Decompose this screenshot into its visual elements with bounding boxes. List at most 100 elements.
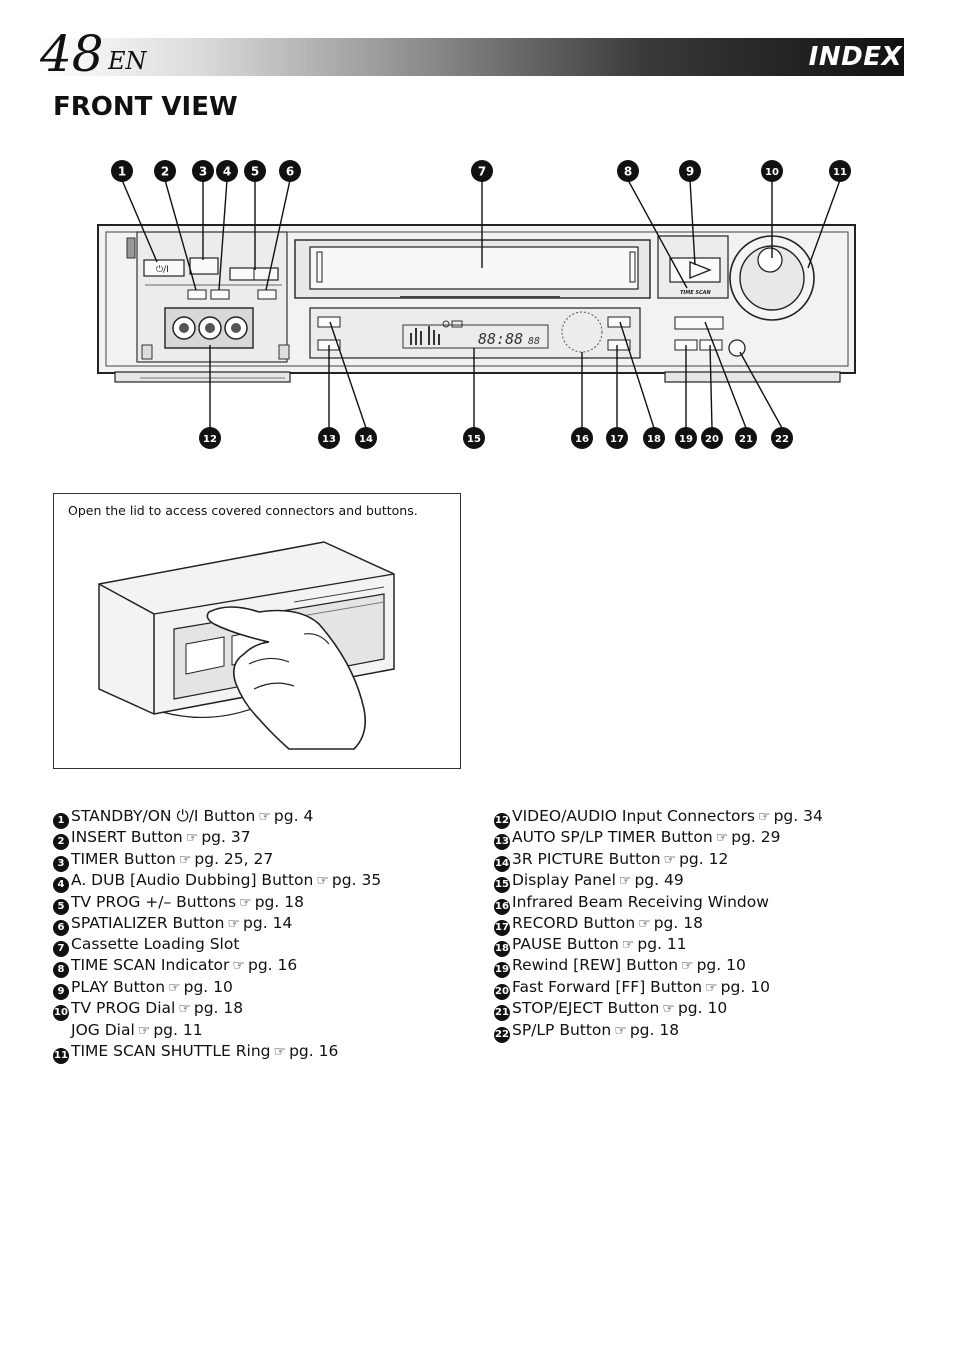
svg-text:88:88: 88:88 xyxy=(478,330,523,348)
pointing-hand-icon: ☞ xyxy=(258,809,271,825)
callout-13: 13 xyxy=(318,427,340,449)
entry-page-ref: pg. 16 xyxy=(247,956,298,975)
entry-label: VIDEO/AUDIO Input Connectors xyxy=(512,807,755,825)
callout-9: 9 xyxy=(679,160,701,182)
entry-label: Cassette Loading Slot xyxy=(71,935,240,954)
entry-page-ref: pg. 11 xyxy=(637,935,687,954)
callout-12: 12 xyxy=(199,427,221,449)
callout-leaders xyxy=(121,179,841,429)
pointing-hand-icon: ☞ xyxy=(232,958,245,975)
pointing-hand-icon: ☞ xyxy=(316,873,329,890)
svg-text:5: 5 xyxy=(251,165,259,179)
page-number: 48 xyxy=(40,25,104,83)
vcr-body: ⏻/I 88:88 88 xyxy=(97,224,856,383)
entry-number: 3 xyxy=(53,855,69,872)
svg-text:21: 21 xyxy=(739,434,753,445)
entry-number: 5 xyxy=(53,898,69,915)
pointing-hand-icon: ☞ xyxy=(137,1022,151,1039)
pointing-hand-icon: ☞ xyxy=(168,979,181,996)
entry-page-ref: pg. 10 xyxy=(696,956,746,975)
pointing-hand-icon: ☞ xyxy=(663,851,677,868)
callout-10: 10 xyxy=(761,160,783,182)
callout-numbers: 1 2 3 4 5 6 7 8 9 10 11 12 13 14 15 16 1… xyxy=(111,160,851,449)
svg-text:88: 88 xyxy=(528,336,540,347)
svg-text:12: 12 xyxy=(203,434,217,445)
svg-text:1: 1 xyxy=(118,165,126,179)
pointing-hand-icon: ☞ xyxy=(621,937,635,954)
svg-text:4: 4 xyxy=(223,165,231,179)
svg-text:TIME SCAN: TIME SCAN xyxy=(680,290,712,296)
callout-15: 15 xyxy=(463,427,485,449)
header-bar xyxy=(40,38,904,76)
entry-page-ref: pg. 49 xyxy=(634,871,684,890)
pointing-hand-icon: ☞ xyxy=(618,873,632,890)
entry-page-ref: pg. 10 xyxy=(677,999,728,1018)
entry-number: 6 xyxy=(53,920,69,937)
entry-label: TV PROG +/– Buttons xyxy=(71,892,237,911)
entry-label: Display Panel xyxy=(512,871,616,890)
page-language: EN xyxy=(108,47,147,75)
pointing-hand-icon: ☞ xyxy=(227,916,241,933)
entry-page-ref: pg. 18 xyxy=(254,892,304,911)
entry-number: 18 xyxy=(494,941,510,958)
entry-number: 8 xyxy=(53,962,69,979)
callout-21: 21 xyxy=(735,427,757,449)
callout-2: 2 xyxy=(154,160,176,182)
entry-label: STOP/EJECT Button xyxy=(512,999,660,1018)
svg-text:9: 9 xyxy=(686,165,694,179)
entry-page-ref: pg. 34 xyxy=(773,807,823,825)
entry-number: 15 xyxy=(494,877,510,894)
callout-5: 5 xyxy=(244,160,266,182)
entry-page-ref: pg. 4 xyxy=(273,807,314,825)
entry-number: 11 xyxy=(53,1048,69,1065)
callout-17: 17 xyxy=(606,427,628,449)
entry-number: 4 xyxy=(53,877,69,894)
svg-text:⏻/I: ⏻/I xyxy=(156,264,169,275)
entry-page-ref: pg. 18 xyxy=(653,913,703,932)
svg-text:7: 7 xyxy=(478,165,486,179)
entry-label: INSERT Button xyxy=(71,828,183,847)
entry-page-ref: pg. 10 xyxy=(720,977,770,996)
vcr-front-diagram: ⏻/I 88:88 88 xyxy=(97,160,856,449)
power-icon: ⏻/I xyxy=(171,807,204,825)
entry-number: 22 xyxy=(494,1026,510,1043)
entry-number: 14 xyxy=(494,855,510,872)
entry-label: AUTO SP/LP TIMER Button xyxy=(512,828,713,847)
entry-label: A. DUB [Audio Dubbing] Button xyxy=(71,871,314,890)
pointing-hand-icon: ☞ xyxy=(705,979,718,996)
pointing-hand-icon: ☞ xyxy=(758,809,771,825)
entry-label: TIME SCAN Indicator xyxy=(71,956,230,975)
callout-14: 14 xyxy=(355,427,377,449)
open-lid-illustration xyxy=(98,541,395,750)
pointing-hand-icon: ☞ xyxy=(681,958,694,975)
svg-text:11: 11 xyxy=(833,167,847,178)
entry-label: TV PROG Dial xyxy=(71,999,176,1018)
svg-text:8: 8 xyxy=(624,165,632,179)
callout-3: 3 xyxy=(192,160,214,182)
callout-20: 20 xyxy=(701,427,723,449)
entry-number: 20 xyxy=(494,983,510,1000)
svg-text:18: 18 xyxy=(647,434,661,445)
entry-number: 17 xyxy=(494,919,510,936)
callout-16: 16 xyxy=(571,427,593,449)
callout-11: 11 xyxy=(829,160,851,182)
entry-number: 12 xyxy=(494,813,510,829)
entry-page-ref: pg. 12 xyxy=(679,849,729,868)
entry-number: 13 xyxy=(494,834,510,851)
callout-8: 8 xyxy=(617,160,639,182)
entry-page-ref: pg. 29 xyxy=(731,828,781,847)
entry-label: Infrared Beam Receiving Window xyxy=(512,892,769,911)
svg-text:6: 6 xyxy=(286,165,294,179)
